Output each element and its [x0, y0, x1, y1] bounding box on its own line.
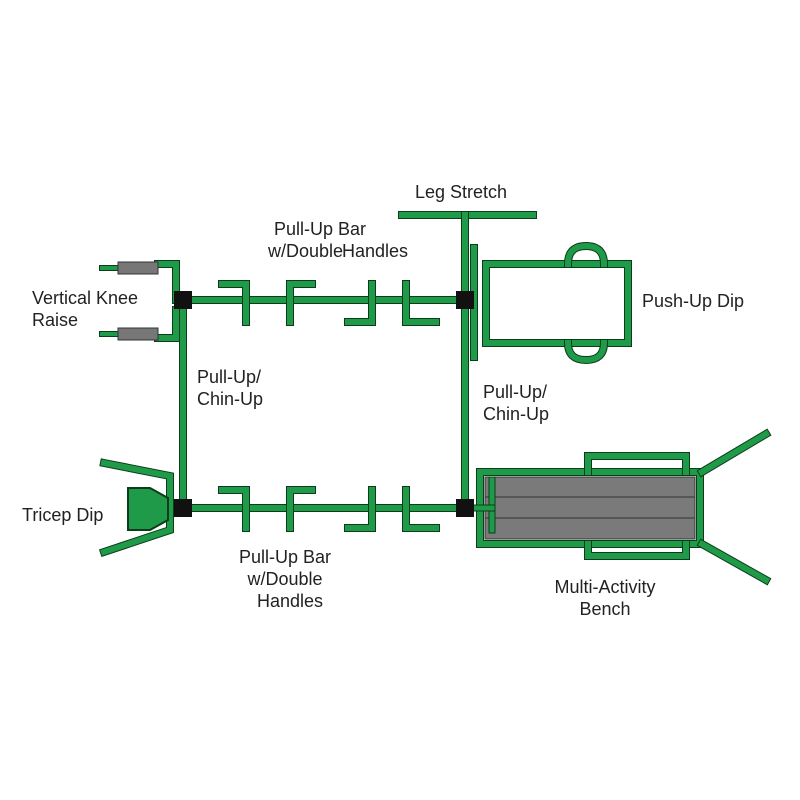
bench-top-rail	[585, 453, 689, 475]
label-push-up-dip: Push-Up Dip	[642, 291, 745, 311]
knee-raise-lower-arm	[155, 307, 179, 341]
pushup-bottom-loop	[564, 339, 608, 364]
bottom-handle-3	[345, 487, 375, 531]
bottom-handle-2	[287, 487, 315, 531]
bench-lower-leg	[697, 539, 771, 585]
label-vertical-knee-raise: Vertical Knee Raise	[32, 288, 139, 330]
pushup-rectangle-outline	[482, 260, 632, 347]
bottom-handle-4	[403, 487, 439, 531]
label-top-pullup-bar: Pull-Up Bar w/Double	[268, 219, 367, 261]
label-bottom-pullup-bar: Pull-Up Bar w/Double Handles	[238, 547, 332, 611]
label-leg-stretch: Leg Stretch	[415, 182, 508, 202]
connector-bottom-right	[456, 499, 474, 517]
bottom-handle-1	[219, 487, 249, 531]
pushup-rectangle	[483, 261, 631, 346]
tricep-dip-seat	[127, 487, 169, 531]
label-multi-activity-bench: Multi-Activity Bench	[554, 577, 656, 619]
bench-pad	[484, 476, 696, 540]
top-handle-2	[287, 281, 315, 325]
tricep-dip-arms	[100, 459, 173, 556]
label-right-pull-up-chin-up: Pull-Up/ Chin-Up	[483, 382, 550, 424]
label-top-pullup-bar-handles: Handles	[342, 241, 409, 261]
label-left-pull-up-chin-up: Pull-Up/ Chin-Up	[197, 367, 264, 409]
knee-raise-lower-grip	[117, 327, 159, 341]
top-handle-3	[345, 281, 375, 325]
top-handle-1	[219, 281, 249, 325]
connector-bottom-left	[174, 499, 192, 517]
bench-upper-leg	[697, 429, 771, 477]
green-pipe-frame	[98, 211, 772, 586]
bench-bottom-rail	[585, 541, 689, 559]
knee-raise-upper-arm	[155, 261, 179, 303]
connector-top-left	[174, 291, 192, 309]
connector-top-right	[456, 291, 474, 309]
top-handle-4	[403, 281, 439, 325]
knee-raise-upper-grip	[117, 261, 159, 275]
pushup-top-loop	[564, 242, 608, 268]
label-tricep-dip: Tricep Dip	[22, 505, 104, 525]
